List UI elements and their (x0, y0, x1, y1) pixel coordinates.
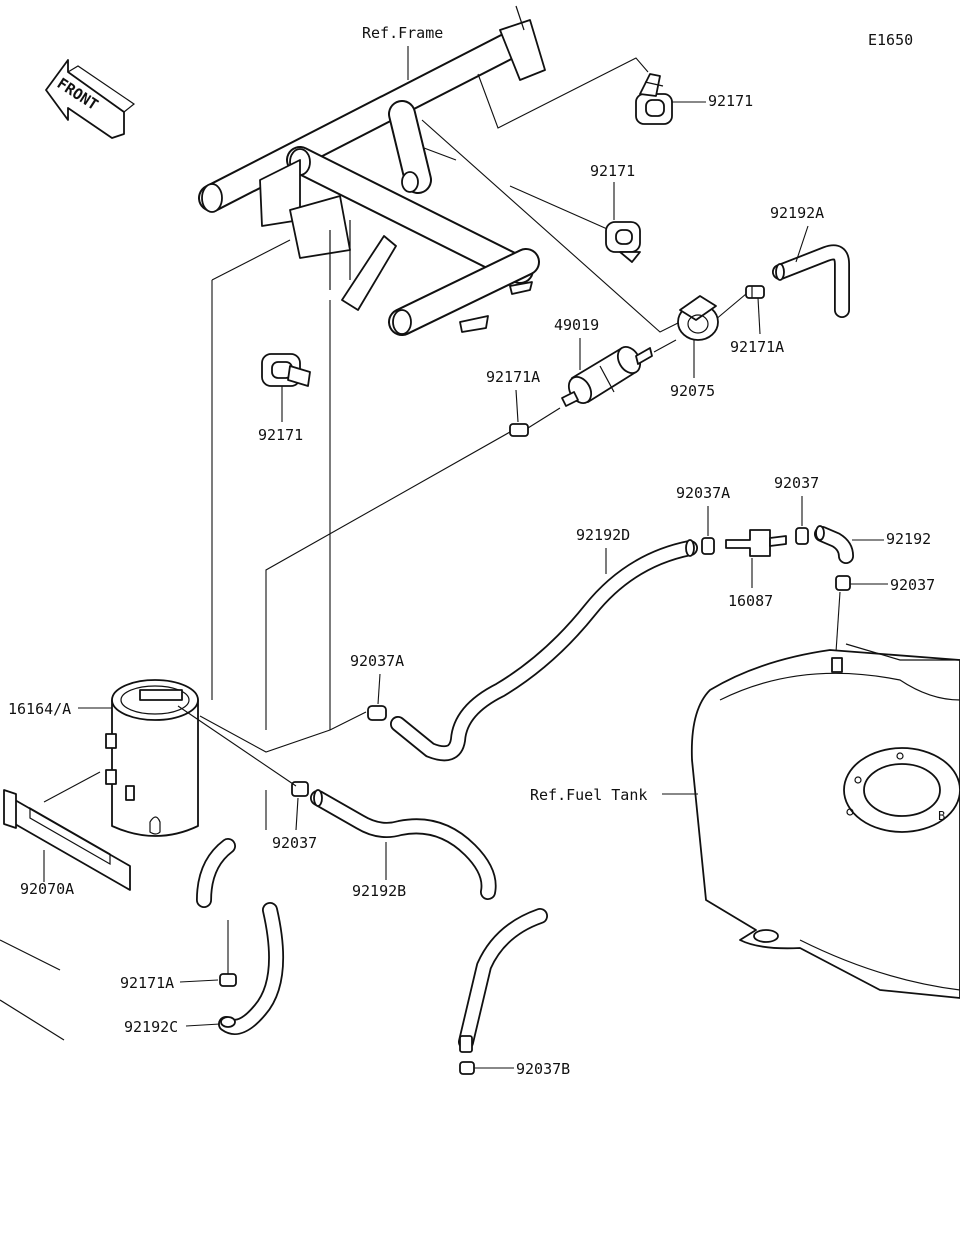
frame (198, 5, 546, 336)
canister-16164 (105, 679, 199, 837)
label-92192B: 92192B (352, 882, 406, 900)
valve-16087 (725, 529, 787, 557)
front-arrow-icon: FRONT (45, 59, 136, 139)
clamp-92171-top (635, 73, 673, 125)
fuel-tank (690, 643, 960, 999)
hose-92192 (814, 525, 854, 564)
clip-92037-tank (835, 575, 851, 591)
diagram-code: E1650 (868, 31, 913, 49)
label-92192: 92192 (886, 530, 931, 548)
label-92171A-lower: 92171A (120, 974, 174, 992)
clip-92037-valve (795, 527, 809, 545)
bracket-92070 (3, 789, 131, 891)
clamp-92171-left (261, 353, 311, 387)
label-92192C: 92192C (124, 1018, 178, 1036)
label-92037A-valve: 92037A (676, 484, 730, 502)
clip-92037A-lower (367, 705, 387, 721)
hose-92192D (390, 539, 698, 762)
clip-92037-canister (291, 781, 309, 797)
ref-frame-label: Ref.Frame (362, 24, 443, 42)
label-92171-left: 92171 (258, 426, 303, 444)
label-49019: 49019 (554, 316, 599, 334)
hose-lower-middle (458, 908, 548, 1053)
label-92171A-filter: 92171A (486, 368, 540, 386)
label-92171-top: 92171 (708, 92, 753, 110)
clip-92171A-right (745, 285, 765, 299)
clip-92037A-valve (701, 537, 715, 555)
ref-fuel-tank-label: Ref.Fuel Tank (530, 786, 647, 804)
label-92037A-lower: 92037A (350, 652, 404, 670)
label-92037-tank: 92037 (890, 576, 935, 594)
clip-92171A-filter (509, 423, 529, 437)
hose-92192B (310, 789, 497, 900)
label-92192A: 92192A (770, 204, 824, 222)
label-92075: 92075 (670, 382, 715, 400)
label-92037-valve: 92037 (774, 474, 819, 492)
fuel-filter-49019 (561, 345, 653, 407)
label-92192D: 92192D (576, 526, 630, 544)
label-92070: 92070A (20, 880, 74, 898)
label-92037-canister: 92037 (272, 834, 317, 852)
label-92171-mid: 92171 (590, 162, 635, 180)
hose-92192A (772, 244, 850, 318)
hose-92192C (196, 838, 285, 1035)
holder-92075 (677, 295, 719, 341)
label-92037B: 92037B (516, 1060, 570, 1078)
label-92171A-right: 92171A (730, 338, 784, 356)
clip-92171A-lower (219, 973, 237, 987)
tank-marker: B (938, 809, 945, 823)
label-16164: 16164/A (8, 700, 71, 718)
label-16087: 16087 (728, 592, 773, 610)
clamp-92171-mid (605, 221, 641, 263)
clip-92037B (459, 1061, 475, 1075)
